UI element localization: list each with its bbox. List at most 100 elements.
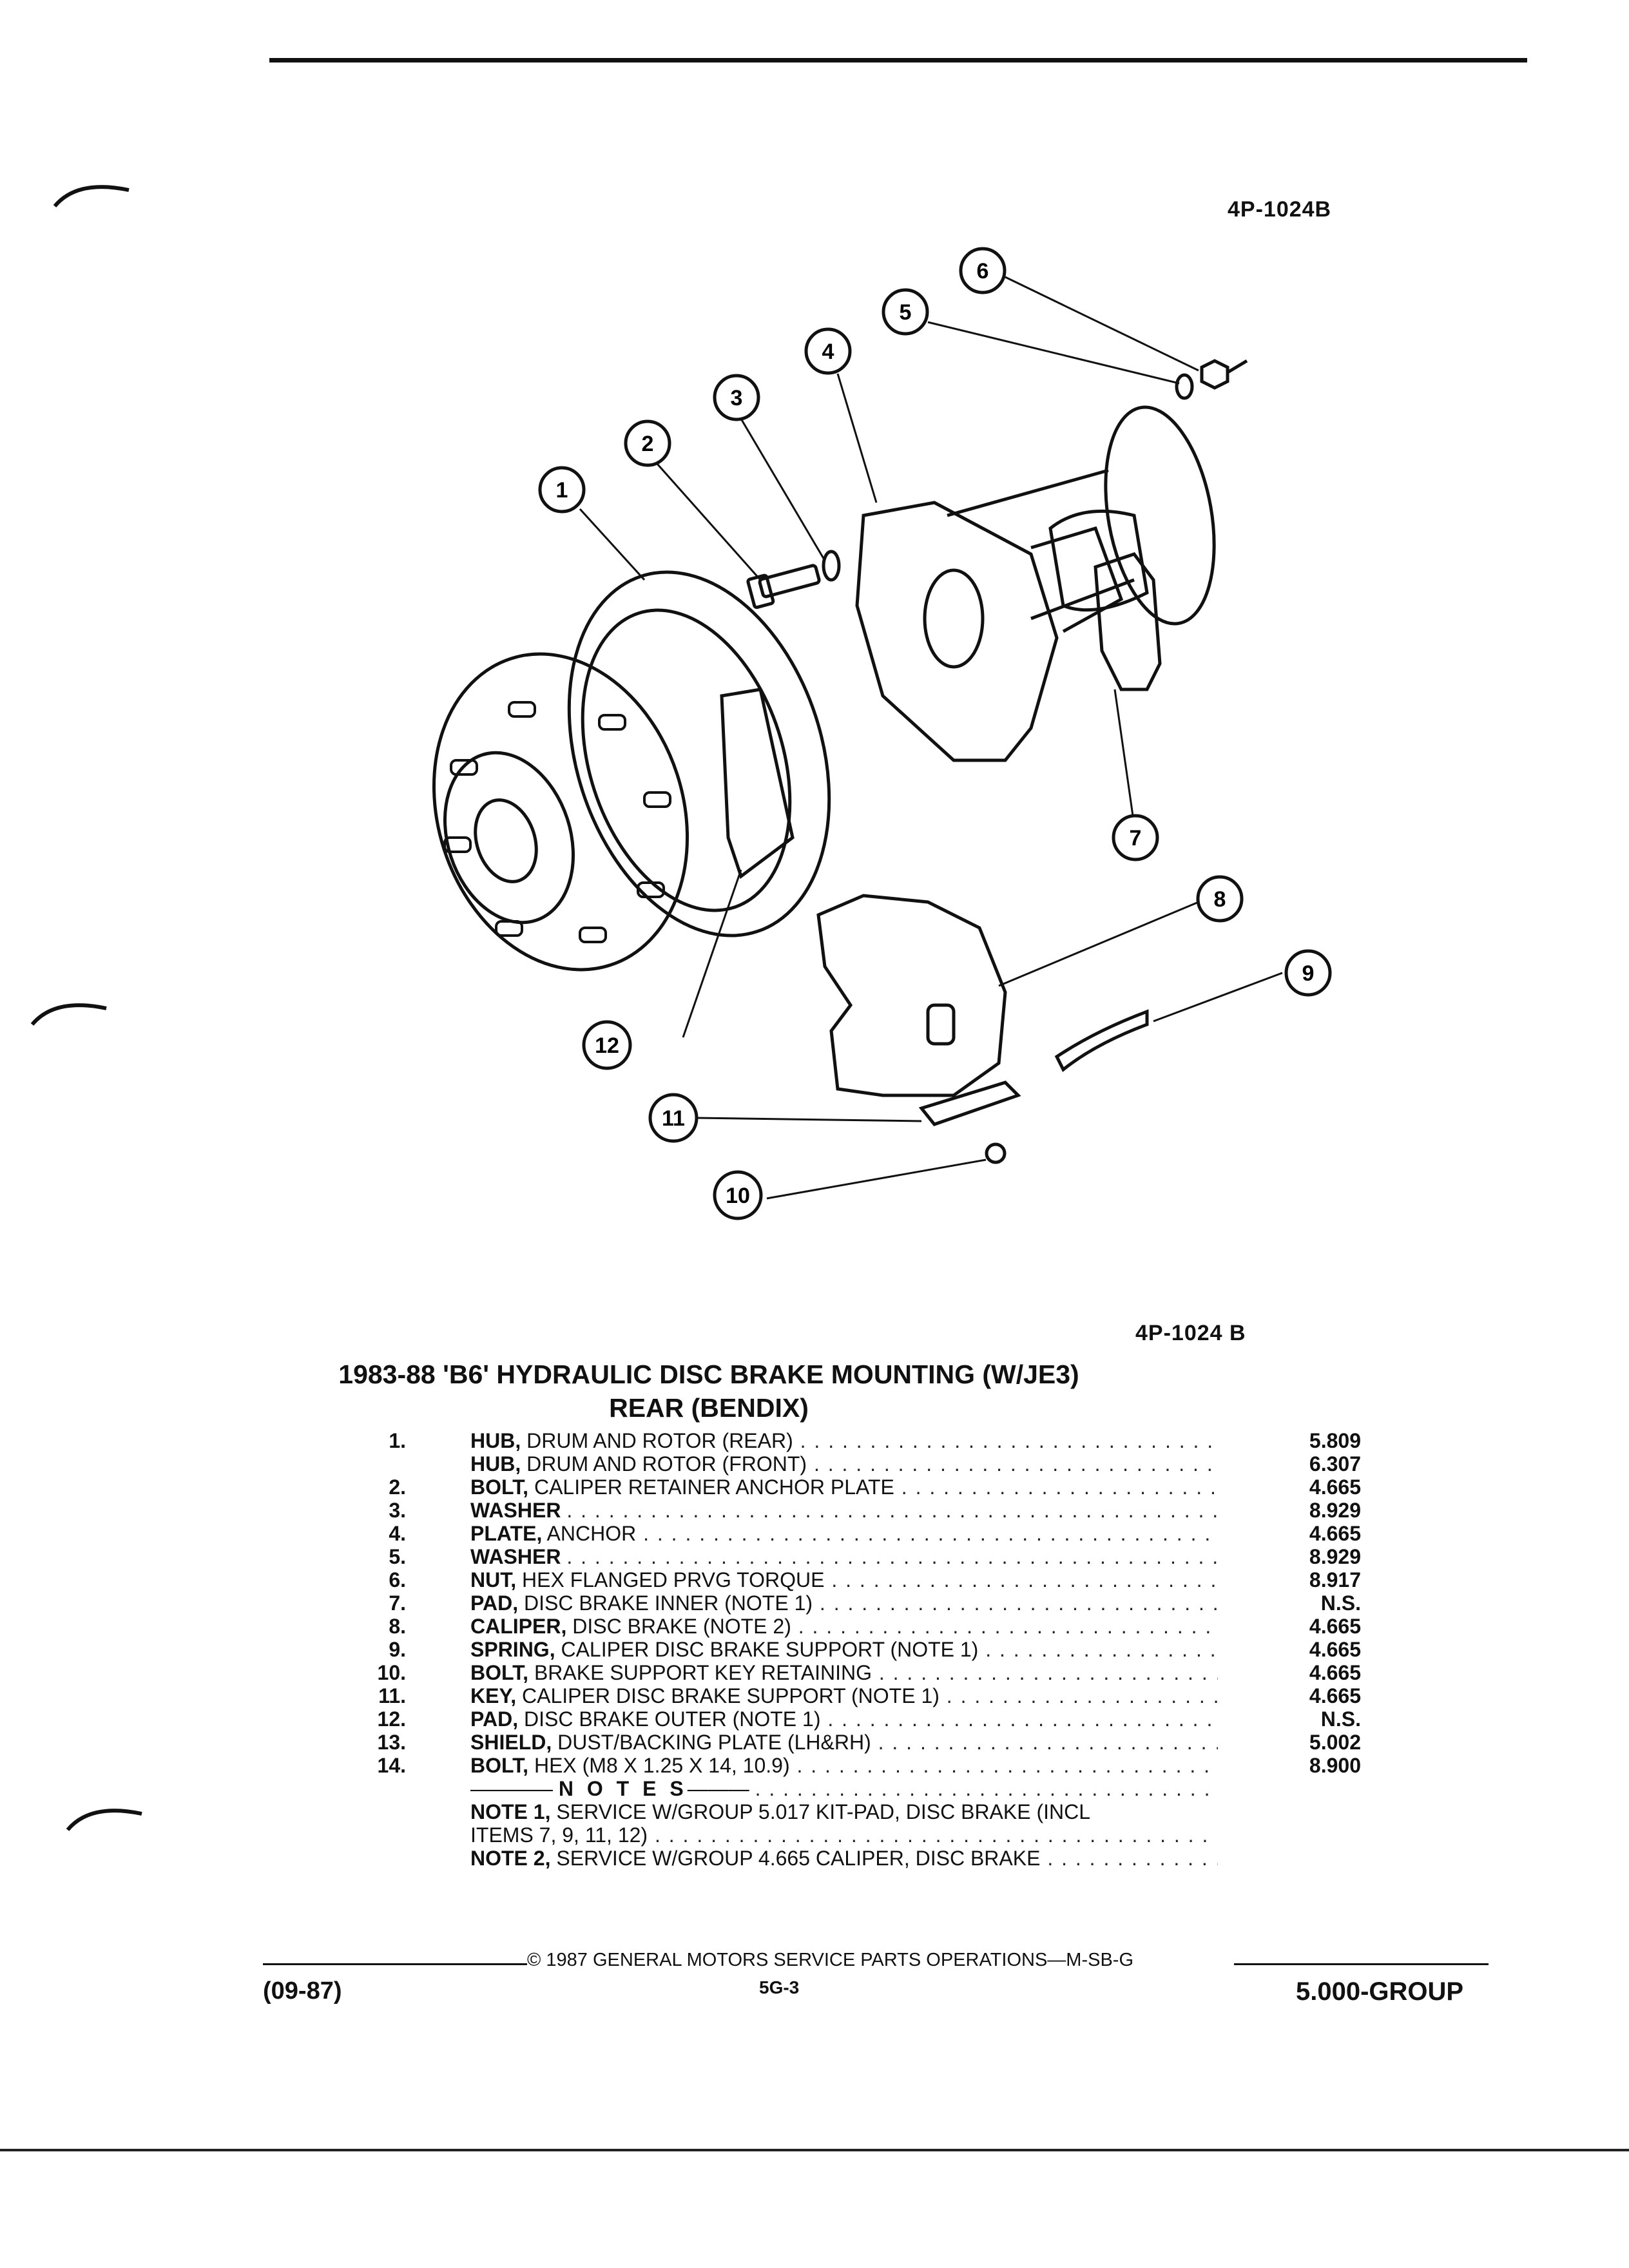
item-detail: CALIPER RETAINER ANCHOR PLATE [534,1475,894,1499]
note-text: NOTE 1, SERVICE W/GROUP 5.017 KIT-PAD, D… [470,1800,1091,1823]
parts-row: 4.PLATE, ANCHOR . . . . . . . . . . . . … [348,1522,1379,1545]
footer-rule-right [1234,1963,1489,1965]
item-description: BOLT, HEX (M8 X 1.25 X 14, 10.9) . . . .… [470,1754,1218,1777]
notes-heading-row: ———— N O T E S——— . . . . . . . . . . . … [348,1777,1379,1800]
caliper-spring [1054,1009,1149,1072]
note-row: NOTE 2, SERVICE W/GROUP 4.665 CALIPER, D… [348,1847,1379,1870]
callout-text: 4 [822,340,834,364]
parts-row: 3.WASHER . . . . . . . . . . . . . . . .… [348,1499,1379,1522]
group-number: 4.665 [1309,1615,1361,1638]
item-name: WASHER [470,1545,561,1568]
leader-dots: . . . . . . . . . . . . . . . . . . . . … [643,1522,1218,1545]
item-name: HUB, [470,1429,521,1452]
item-name: PAD, [470,1591,519,1615]
item-number: 13. [377,1731,406,1754]
leader-dots: . . . . . . . . . . . . . . . . . . . . … [566,1499,1218,1522]
leader-dots: . . . . . . . . . . . . . . . . . . . . … [878,1661,1218,1684]
parts-row: 13. SHIELD, DUST/BACKING PLATE (LH&RH) . … [348,1731,1379,1754]
callout-text: 8 [1214,887,1226,912]
leader-dots: . . . . . . . . . . . . . . . . . . . . … [901,1475,1218,1499]
page-title: 1983-88 'B6' HYDRAULIC DISC BRAKE MOUNTI… [338,1360,1079,1389]
parts-row: 10.BOLT, BRAKE SUPPORT KEY RETAINING . .… [348,1661,1379,1684]
item-name: BOLT, [470,1754,529,1777]
group-number: 6.307 [1309,1452,1361,1475]
item-description: HUB, DRUM AND ROTOR (FRONT) . . . . . . … [470,1452,1218,1475]
punch-mark-1 [53,185,130,207]
bolt-part [758,564,821,599]
callout-12: 12 [582,1020,632,1070]
callout-text: 5 [900,300,912,325]
item-description: BOLT, CALIPER RETAINER ANCHOR PLATE . . … [470,1475,1218,1499]
notes-heading: ———— N O T E S——— . . . . . . . . . . . … [470,1777,1218,1800]
dust-shield [720,687,795,879]
group-number: 5.002 [1309,1731,1361,1754]
item-name: BOLT, [470,1661,529,1684]
rotor-inner [581,608,792,912]
item-detail: DISC BRAKE OUTER (NOTE 1) [523,1707,821,1731]
bottom-rule [0,2149,1629,2151]
item-detail: HEX FLANGED PRVG TORQUE [522,1568,825,1591]
item-number: 12. [377,1707,406,1731]
callout-11: 11 [648,1093,699,1143]
footer-copyright: © 1987 GENERAL MOTORS SERVICE PARTS OPER… [527,1950,1133,1970]
callout-4: 4 [804,327,852,375]
leader-dots: . . . . . . . . . . . . . . . . . . . . … [813,1452,1218,1475]
item-number: 10. [377,1661,406,1684]
item-description: PAD, DISC BRAKE OUTER (NOTE 1) . . . . .… [470,1707,1218,1731]
figure-reference-mid: 4P-1024 B [1135,1321,1246,1345]
note-text: ITEMS 7, 9, 11, 12) . . . . . . . . . . … [470,1823,1218,1847]
group-number: 8.929 [1309,1499,1361,1522]
item-detail: ANCHOR [546,1522,637,1545]
inner-pad [1094,552,1162,691]
parts-row: 7. PAD, DISC BRAKE INNER (NOTE 1) . . . .… [348,1591,1379,1615]
group-number: N.S. [1320,1591,1361,1615]
group-number: 4.665 [1309,1638,1361,1661]
item-detail: DRUM AND ROTOR (FRONT) [526,1452,807,1475]
punch-mark-2 [30,1003,107,1026]
group-number: 4.665 [1309,1475,1361,1499]
item-detail: DISC BRAKE (NOTE 2) [572,1615,791,1638]
washer-part [822,550,841,582]
item-detail: CALIPER DISC BRAKE SUPPORT (NOTE 1) [561,1638,979,1661]
item-number: 1. [389,1429,406,1452]
note-row: NOTE 1, SERVICE W/GROUP 5.017 KIT-PAD, D… [348,1800,1379,1823]
callout-9: 9 [1284,949,1332,997]
retaining-bolt [985,1142,1007,1164]
item-number: 6. [389,1568,406,1591]
parts-row: 8.CALIPER, DISC BRAKE (NOTE 2) . . . . .… [348,1615,1379,1638]
item-name: HUB, [470,1452,521,1475]
item-number: 5. [389,1545,406,1568]
leader-dots: . . . . . . . . . . . . . . . . . . . . … [985,1638,1218,1661]
callout-10: 10 [713,1170,763,1220]
item-detail: DISC BRAKE INNER (NOTE 1) [523,1591,813,1615]
callout-text: 12 [595,1033,619,1058]
item-detail: DRUM AND ROTOR (REAR) [526,1429,793,1452]
washer-5-part [1175,373,1194,400]
item-description: SPRING, CALIPER DISC BRAKE SUPPORT (NOTE… [470,1638,1218,1661]
callout-5: 5 [882,288,929,336]
parts-row: 11.KEY, CALIPER DISC BRAKE SUPPORT (NOTE… [348,1684,1379,1707]
item-name: SHIELD, [470,1731,552,1754]
group-number: 5.809 [1309,1429,1361,1452]
wheel-studs [443,701,671,943]
item-description: WASHER . . . . . . . . . . . . . . . . .… [470,1499,1218,1522]
item-number: 7. [389,1591,406,1615]
exploded-brake-diagram: 1 2 3 4 5 6 7 8 9 10 11 12 [432,247,1332,1220]
parts-row: 5.WASHER . . . . . . . . . . . . . . . .… [348,1545,1379,1568]
leader-dots: . . . . . . . . . . . . . . . . . . . . … [878,1731,1218,1754]
leader-dots: . . . . . . . . . . . . . . . . . . . . … [819,1591,1218,1615]
item-detail: HEX (M8 X 1.25 X 14, 10.9) [534,1754,790,1777]
note-text: NOTE 2, SERVICE W/GROUP 4.665 CALIPER, D… [470,1847,1218,1870]
item-name: PAD, [470,1707,519,1731]
callout-text: 6 [977,259,989,284]
anchor-plate [855,501,1059,762]
item-description: SHIELD, DUST/BACKING PLATE (LH&RH) . . .… [470,1731,1218,1754]
item-description: HUB, DRUM AND ROTOR (REAR) . . . . . . .… [470,1429,1218,1452]
leader-dots: . . . . . . . . . . . . . . . . . . . . … [796,1754,1218,1777]
diagram-line-art [432,359,1248,1164]
item-number: 8. [389,1615,406,1638]
callout-text: 11 [662,1106,685,1131]
footer-rule-left [263,1963,527,1965]
callout-text: 7 [1130,826,1142,850]
nut-part [1200,359,1229,390]
